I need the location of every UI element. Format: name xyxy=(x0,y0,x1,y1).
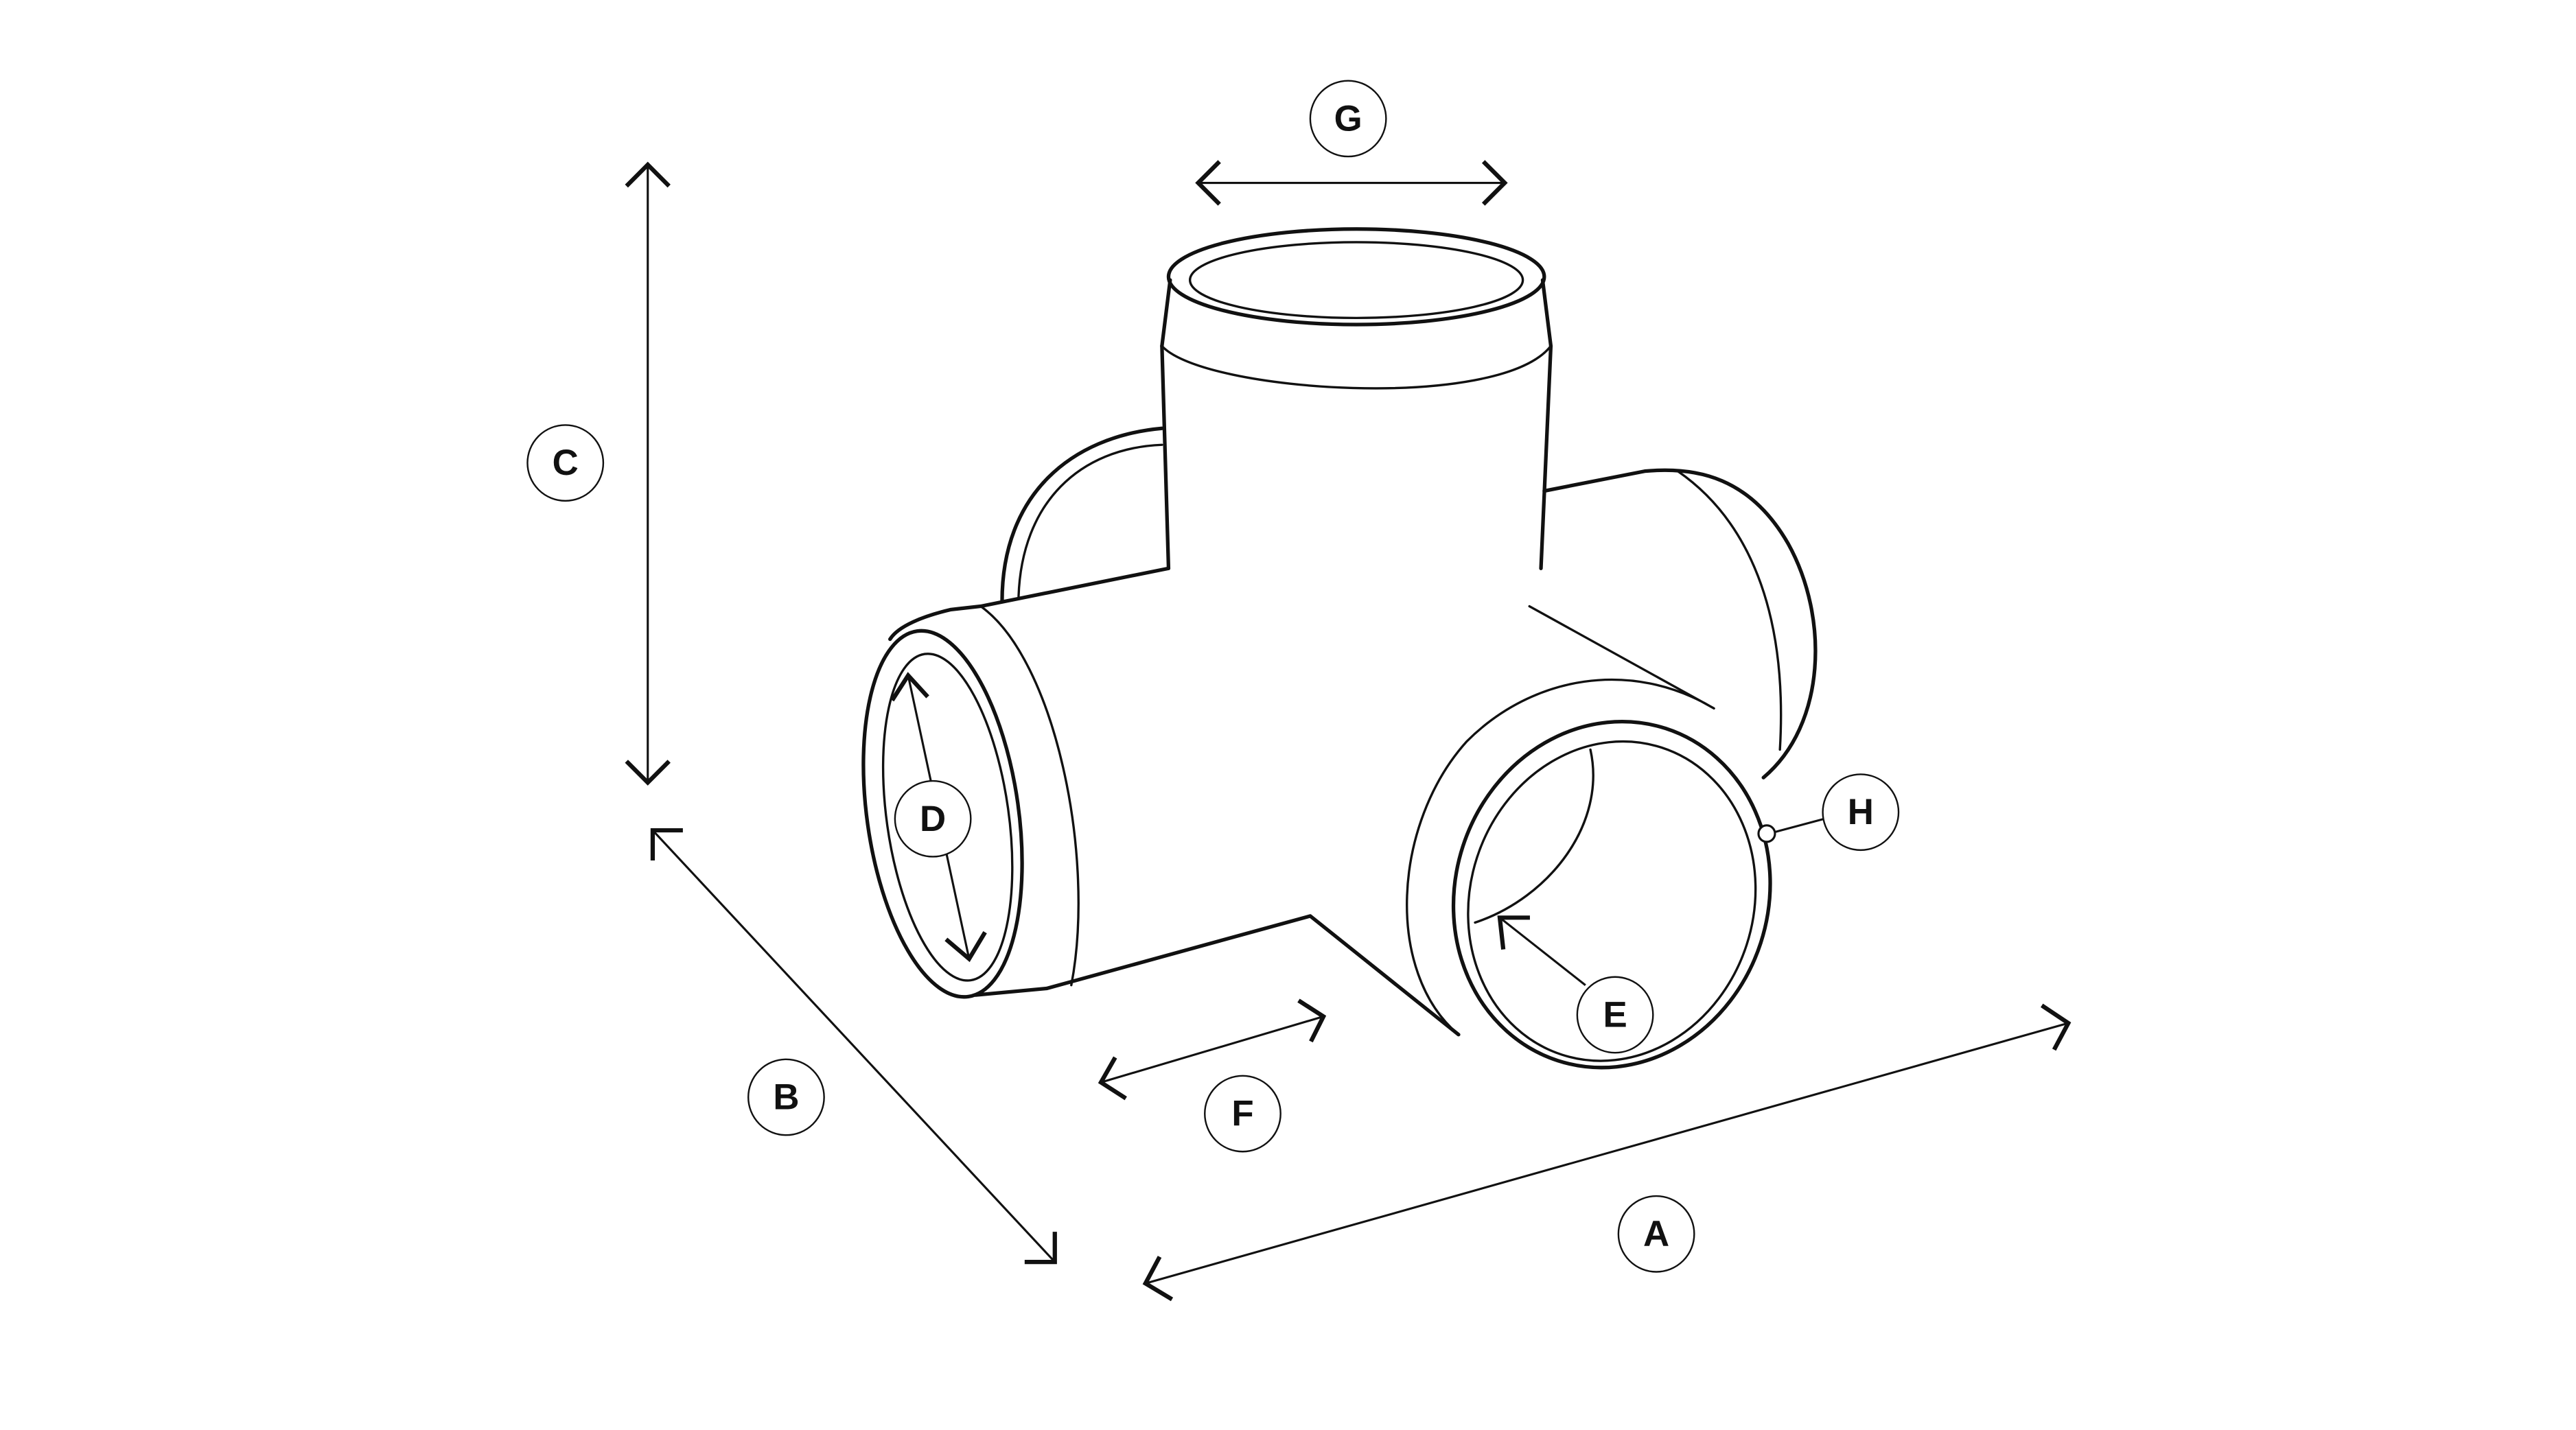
back-left-stub xyxy=(1000,426,1164,603)
front-collar xyxy=(1406,605,1715,1036)
left-branch-top xyxy=(888,566,1171,642)
dimension-e-leader xyxy=(1499,917,1586,986)
h-marker-dot xyxy=(1757,824,1776,843)
arrow-head-icon xyxy=(1142,1003,2072,1302)
label-g-text: G xyxy=(1334,98,1362,139)
label-e-text: E xyxy=(1603,994,1627,1035)
front-opening-inner xyxy=(1467,740,1757,1062)
dimension-f-line xyxy=(1100,1015,1324,1083)
inner-bore xyxy=(1474,748,1594,924)
label-d-text: D xyxy=(920,799,946,839)
arrow-head-icon xyxy=(1098,998,1327,1101)
label-b: B xyxy=(747,1058,825,1136)
top-collar xyxy=(1160,278,1553,348)
dimension-lines xyxy=(625,160,2072,1302)
label-g: G xyxy=(1309,80,1387,158)
label-c: C xyxy=(526,424,605,502)
label-h: H xyxy=(1822,773,1900,852)
pipe-fitting xyxy=(861,227,1818,1070)
label-f-text: F xyxy=(1231,1094,1253,1134)
back-right-stub-inner xyxy=(1676,469,1783,751)
label-d: D xyxy=(894,780,972,858)
dimension-h-leader xyxy=(1774,817,1825,833)
label-h-text: H xyxy=(1848,792,1874,832)
arrow-head-icon xyxy=(1195,160,1508,206)
label-b-text: B xyxy=(773,1077,799,1118)
arrow-head-icon xyxy=(890,672,987,963)
left-branch-bottom xyxy=(973,914,1461,1037)
top-collar-lower xyxy=(1161,344,1553,390)
label-f: F xyxy=(1204,1075,1281,1153)
back-left-stub-inner xyxy=(1017,443,1163,598)
top-opening-outer xyxy=(1166,227,1546,327)
dimension-labels: A B C D E F G H xyxy=(526,80,1900,1273)
label-a-text: A xyxy=(1643,1214,1669,1254)
back-right-stub xyxy=(1542,468,1818,780)
label-e: E xyxy=(1576,976,1654,1054)
arrow-head-icon xyxy=(650,828,1057,1265)
left-collar-edge xyxy=(979,605,1080,987)
left-opening-inner xyxy=(881,653,1014,982)
left-opening-outer xyxy=(861,629,1024,999)
dimension-b-line xyxy=(651,830,1056,1263)
label-a: A xyxy=(1617,1195,1695,1273)
arrow-head-icon xyxy=(625,161,671,786)
dimension-a-line xyxy=(1145,1022,2069,1285)
front-opening-outer xyxy=(1451,719,1772,1070)
label-c-text: C xyxy=(553,443,579,483)
arrow-head-icon xyxy=(1497,915,1530,950)
top-opening-inner xyxy=(1188,241,1524,320)
top-body xyxy=(1160,344,1553,570)
